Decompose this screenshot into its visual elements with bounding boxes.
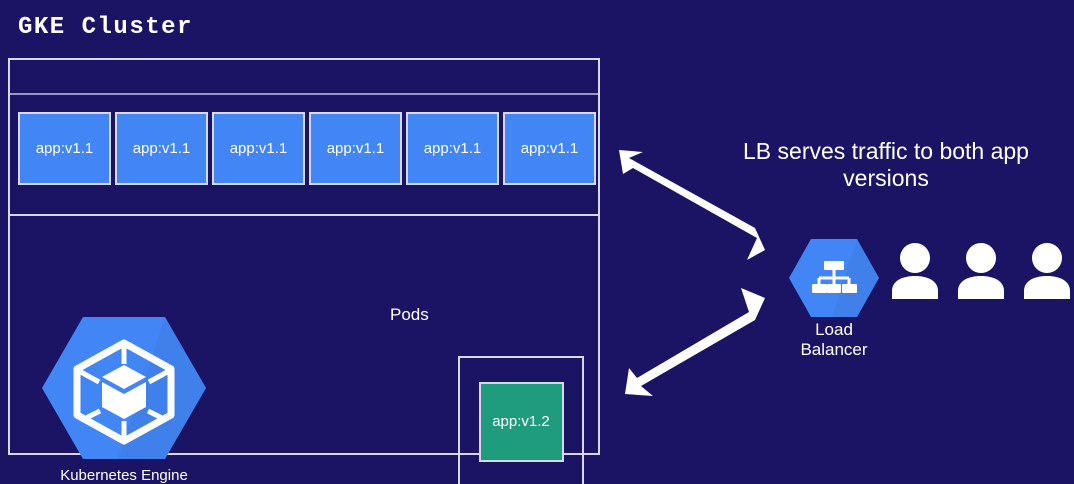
pod-label: app:v1.1 (520, 140, 579, 157)
pod-box-v1-2[interactable]: app:v1.2 (478, 381, 564, 462)
pod-label: app:v1.1 (229, 140, 288, 157)
pod-box[interactable]: app:v1.1 (503, 112, 596, 185)
users-group (890, 243, 1072, 299)
pod-row-v1-1: app:v1.1 app:v1.1 app:v1.1 app:v1.1 app:… (18, 112, 596, 185)
pod-label: app:v1.1 (326, 140, 385, 157)
pods-label: Pods (390, 305, 429, 324)
headline-line-2: versions (843, 165, 929, 192)
pod-label: app:v1.2 (492, 413, 550, 430)
user-icon (1022, 243, 1072, 299)
load-balancer-group: Load Balancer (786, 238, 882, 361)
pod-box[interactable]: app:v1.1 (406, 112, 499, 185)
pods-divider (10, 214, 598, 216)
user-icon (890, 243, 940, 299)
pod-box[interactable]: app:v1.1 (212, 112, 305, 185)
kubernetes-engine-caption: Kubernetes Engine (60, 467, 188, 484)
pod-box[interactable]: app:v1.1 (309, 112, 402, 185)
node-pool-band (10, 60, 598, 95)
page-title: GKE Cluster (18, 14, 193, 41)
kubernetes-engine-hexagon-icon (42, 315, 206, 461)
pod-label: app:v1.1 (35, 140, 94, 157)
user-icon (956, 243, 1006, 299)
pod-label: app:v1.1 (423, 140, 482, 157)
headline-text: LB serves traffic to both app versions (712, 138, 1060, 192)
pod-box[interactable]: app:v1.1 (18, 112, 111, 185)
pod-label: app:v1.1 (132, 140, 191, 157)
load-balancer-caption-line-1: Load (815, 320, 853, 339)
gke-cluster-frame: app:v1.1 app:v1.1 app:v1.1 app:v1.1 app:… (8, 58, 600, 484)
pod-box[interactable]: app:v1.1 (115, 112, 208, 185)
new-version-pod-container: app:v1.2 (458, 356, 584, 484)
arrow-to-v1-2 (625, 288, 765, 396)
load-balancer-caption-line-2: Balancer (800, 340, 868, 360)
kubernetes-engine-group: Kubernetes Engine (38, 315, 210, 484)
load-balancer-hexagon-icon[interactable] (788, 238, 880, 318)
headline-line-1: LB serves traffic to both app (743, 138, 1029, 164)
load-balancer-caption: Load Balancer (786, 320, 882, 361)
